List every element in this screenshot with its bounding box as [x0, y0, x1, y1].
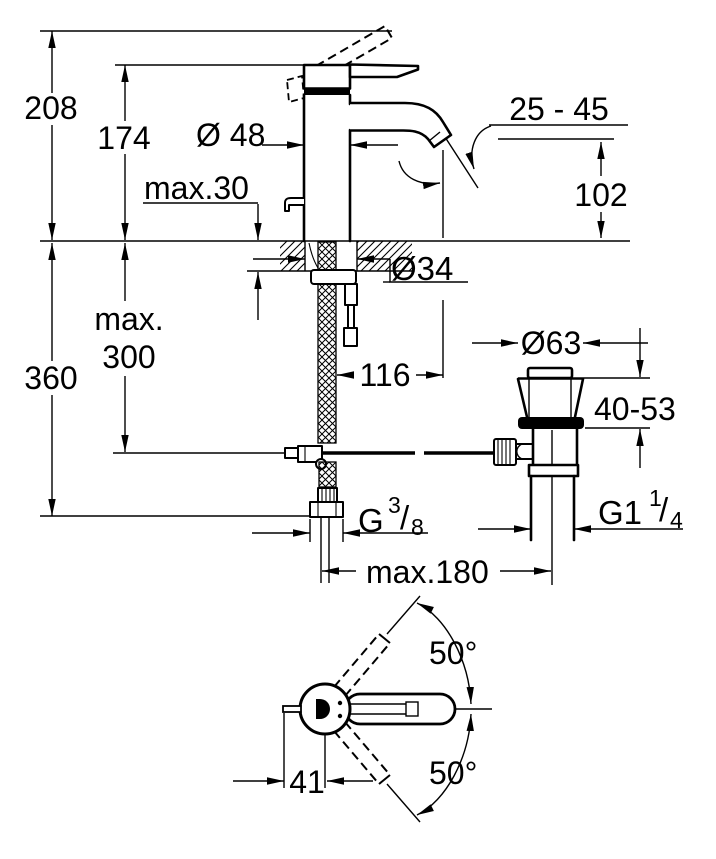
cartridge-cap: [302, 63, 352, 90]
dim-g38-slash: /: [400, 499, 410, 536]
lever-slot-notch: [405, 701, 419, 717]
waste-cone-right: [573, 377, 585, 419]
shank-curve: [308, 242, 319, 269]
waste-knurled-knob: [493, 438, 517, 466]
plan-diagonal-upper: [386, 595, 421, 635]
popup-rod-step1: [344, 283, 358, 306]
dim-deck-max: max.30: [144, 170, 249, 206]
dim-aerator-angle: 25 - 45: [509, 91, 609, 127]
dim-g114-slash: /: [659, 491, 669, 528]
plan-dot-lower: [337, 713, 343, 719]
popup-stub-plan: [282, 705, 302, 713]
dim-g114-num: 1: [649, 485, 662, 511]
lever-dashed-upper-a: [333, 633, 380, 688]
waste-gasket: [518, 417, 584, 429]
aerator-axis-line: [444, 136, 479, 189]
dim-spout-reach: 116: [359, 357, 410, 393]
supply-hose-lower: [318, 461, 337, 488]
dim-waste-flange: Ø63: [521, 325, 581, 361]
supply-hose-upper: [317, 283, 337, 444]
dim-below-total: 360: [24, 360, 77, 396]
cap-raised-dashed-left: [286, 74, 305, 104]
spout: [350, 101, 453, 149]
lever-dashed-lower-b: [344, 721, 391, 776]
lever-plan: [343, 692, 457, 726]
g38-nut: [309, 501, 344, 518]
dim-g38-num: 3: [388, 492, 401, 518]
cap-joint-band: [304, 88, 350, 95]
popup-rod-knob: [284, 197, 304, 212]
dim-total-height: 208: [24, 90, 77, 126]
plan-view: [282, 633, 457, 785]
cartridge-d-mark: [316, 699, 330, 719]
lever-dashed-upper-b: [344, 642, 391, 697]
lever-dashed-lower-a: [333, 730, 380, 785]
popup-rod-step2: [347, 304, 355, 329]
dim-g114-den: 4: [670, 507, 683, 533]
knob-ball-arc: [516, 443, 523, 460]
dim-waste-distance: max.180: [366, 554, 489, 590]
waste-assembly: [493, 366, 585, 542]
under-deck-assembly: [284, 241, 497, 518]
waste-plug: [526, 366, 574, 380]
deck-hatch-right: [357, 241, 412, 271]
popup-rod-step3: [343, 327, 358, 347]
lever-handle: [348, 63, 420, 79]
plan-diagonal-lower: [386, 783, 421, 823]
dim-lever-offset: 41: [289, 764, 325, 800]
dim-hole-diameter: Ø34: [391, 250, 453, 287]
faucet-side-view: [284, 24, 453, 243]
dim-outlet-height: 102: [574, 177, 627, 213]
extension-lines: [40, 30, 650, 823]
dim-g38-prefix: G: [358, 502, 384, 539]
lever-dashed-lower-cap: [378, 774, 391, 785]
mounting-washer: [310, 269, 357, 285]
aerator-face-line: [428, 131, 441, 142]
rod-fitting-end: [284, 447, 299, 459]
dimension-labels: 208 174 max.30 Ø 48 25 - 45 102 Ø34 max.…: [24, 90, 683, 800]
dim-swivel-upper: 50°: [429, 635, 477, 671]
dim-body-diameter: Ø 48: [196, 117, 265, 153]
waste-ring: [527, 463, 580, 478]
dim-waste-range: 40-53: [594, 391, 676, 427]
dim-g38-den: 8: [411, 514, 424, 540]
dim-hose-max-1: max.: [94, 301, 163, 337]
dim-swivel-lower: 50°: [429, 755, 477, 791]
deck-hatch-left: [280, 241, 305, 271]
lever-dashed-upper-cap: [378, 633, 391, 644]
dim-g114-prefix: G1: [598, 494, 642, 531]
plan-dot-upper: [337, 700, 343, 706]
dim-hose-max-2: 300: [102, 339, 155, 375]
dim-spout-height: 174: [97, 120, 150, 156]
waste-cone-left: [516, 377, 529, 419]
deck-section: [280, 241, 412, 271]
hose-in-shank: [317, 241, 337, 271]
